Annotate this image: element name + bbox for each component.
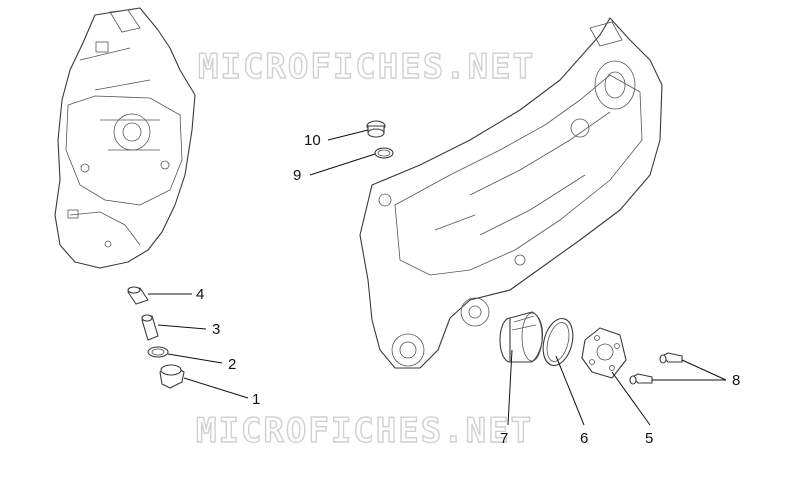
part-6-large-o-ring [542, 317, 574, 367]
part-1-drain-plug [159, 364, 185, 389]
callout-7: 7 [500, 430, 508, 447]
part-8-screws [629, 352, 683, 385]
callout-2: 2 [228, 356, 236, 373]
part-9-o-ring [374, 147, 394, 159]
watermark-top: MICROFICHES.NET [198, 47, 535, 87]
part-10-plug-bolt [366, 120, 386, 138]
left-crankcase-half [54, 7, 196, 269]
callout-4: 4 [196, 286, 204, 303]
part-3-pin [141, 314, 159, 341]
callout-9: 9 [293, 167, 301, 184]
part-7-cylinder-sleeve [499, 311, 543, 363]
callout-5: 5 [645, 430, 653, 447]
part-2-washer [147, 346, 169, 358]
callout-8: 8 [732, 372, 740, 389]
callout-10: 10 [304, 132, 321, 149]
leader-lines [148, 129, 727, 426]
right-crankcase-half [359, 17, 663, 369]
callout-3: 3 [212, 321, 220, 338]
callout-1: 1 [252, 391, 260, 408]
callout-6: 6 [580, 430, 588, 447]
part-5-cover [581, 327, 627, 379]
watermark-bottom: MICROFICHES.NET [196, 411, 533, 451]
part-4-sleeve [127, 286, 149, 305]
